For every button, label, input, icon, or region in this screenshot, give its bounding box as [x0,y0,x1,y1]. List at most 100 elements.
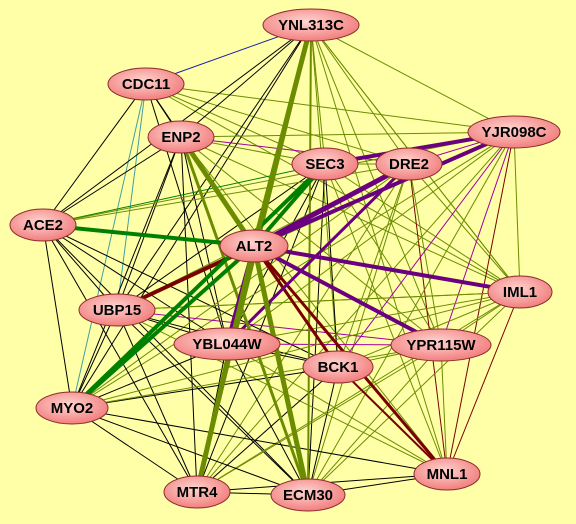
edge-yjr098c-iml1 [513,131,521,293]
node-shape [302,350,374,384]
edge-ynl313c-sec3 [310,24,326,165]
node-label: DRE2 [389,156,429,173]
edge-alt2-ynl313c [251,24,314,247]
edge-enp2-iml1 [180,136,521,293]
node-shape [375,147,443,181]
node-sec3[interactable]: SEC3 [291,147,359,181]
edge-cdc11-dre2 [145,83,410,165]
edge-iml1-mtr4 [196,291,521,493]
edge-layer [42,24,521,496]
edge-alt2-yjr098c [253,130,515,248]
node-shape [291,147,359,181]
edge-iml1-mnl1 [446,291,521,475]
edge-ypr115w-mtr4 [196,344,442,493]
node-ecm30[interactable]: ECM30 [270,478,346,512]
edge-enp2-ypr115w [180,136,442,346]
edge-enp2-ace2 [42,136,182,226]
edge-bck1-mtr4 [196,366,339,493]
edge-ace2-mtr4 [42,224,198,493]
edge-yjr098c-ecm30 [307,131,515,496]
edge-ynl313c-yjr098c [310,24,515,133]
node-shape [413,457,481,491]
edge-enp2-mtr4 [180,136,198,493]
node-mtr4[interactable]: MTR4 [163,475,231,509]
edge-alt2-ace2 [42,223,255,248]
node-ypr115w[interactable]: YPR115W [390,328,492,362]
edge-enp2-myo2 [71,136,182,409]
edge-sec3-ypr115w [324,163,442,346]
node-label: BCK1 [318,359,359,376]
node-label: YJR098C [481,124,546,141]
node-shape [35,391,109,425]
edge-ypr115w-ecm30 [307,344,442,496]
edge-dre2-ecm30 [307,163,410,496]
node-yjr098c[interactable]: YJR098C [467,115,561,149]
edge-bck1-ecm30 [307,366,339,496]
node-label: UBP15 [93,302,141,319]
node-cdc11[interactable]: CDC11 [107,67,185,101]
edge-ynl313c-dre2 [310,24,410,165]
edge-sec3-myo2 [70,162,327,410]
edge-cdc11-myo2 [71,83,147,409]
node-shape [487,275,553,309]
node-shape [147,120,215,154]
edge-enp2-yjr098c [180,131,515,138]
node-label: ALT2 [236,238,272,255]
edge-yjr098c-mnl1 [446,131,515,475]
edge-yjr098c-mtr4 [196,131,515,493]
node-shape [270,478,346,512]
node-iml1[interactable]: IML1 [487,275,553,309]
edge-iml1-myo2 [71,291,521,409]
node-label: YNL313C [278,17,344,34]
edge-sec3-mnl1 [324,163,448,475]
edge-ubp15-ypr115w [116,309,442,346]
edge-cdc11-iml1 [145,83,521,293]
node-mnl1[interactable]: MNL1 [413,457,481,491]
node-ace2[interactable]: ACE2 [9,208,77,242]
edge-alt2-dre2 [252,161,411,249]
node-ynl313c[interactable]: YNL313C [262,8,360,42]
node-shape [262,8,360,42]
node-label: MTR4 [177,484,218,501]
node-alt2[interactable]: ALT2 [219,229,289,263]
node-myo2[interactable]: MYO2 [35,391,109,425]
edge-dre2-iml1 [408,163,521,293]
edge-myo2-mnl1 [71,407,448,475]
edge-dre2-ypr115w [408,163,442,346]
node-label: YBL044W [192,336,262,353]
node-bck1[interactable]: BCK1 [302,350,374,384]
node-enp2[interactable]: ENP2 [147,120,215,154]
node-label: MNL1 [427,466,468,483]
edge-sec3-iml1 [324,163,521,293]
node-shape [173,327,281,361]
edge-ubp15-myo2 [71,309,118,409]
edge-yjr098c-ace2 [42,131,515,226]
edge-alt2-enp2 [178,135,257,248]
node-ubp15[interactable]: UBP15 [78,293,156,327]
node-label: SEC3 [305,156,344,173]
edge-sec3-ecm30 [307,163,326,496]
edge-ynl313c-ypr115w [310,24,442,346]
node-label: YPR115W [406,337,476,354]
node-label: CDC11 [122,76,170,93]
edge-ace2-myo2 [42,224,73,409]
node-dre2[interactable]: DRE2 [375,147,443,181]
edge-cdc11-ubp15 [116,83,147,311]
edge-alt2-iml1 [253,244,521,294]
edge-ubp15-mtr4 [116,309,198,493]
edge-ynl313c-ubp15 [116,24,312,311]
node-label: MYO2 [51,400,94,417]
edge-dre2-mtr4 [196,163,410,493]
edge-ynl313c-bck1 [310,24,339,368]
edge-ubp15-mnl1 [116,309,448,475]
node-shape [9,208,77,242]
node-ybl044w[interactable]: YBL044W [173,327,281,361]
edge-sec3-ace2 [42,163,326,226]
node-shape [467,115,561,149]
edge-myo2-ecm30 [71,407,309,496]
edge-ace2-ecm30 [42,224,309,496]
node-shape [390,328,492,362]
edge-bck1-myo2 [71,366,339,409]
